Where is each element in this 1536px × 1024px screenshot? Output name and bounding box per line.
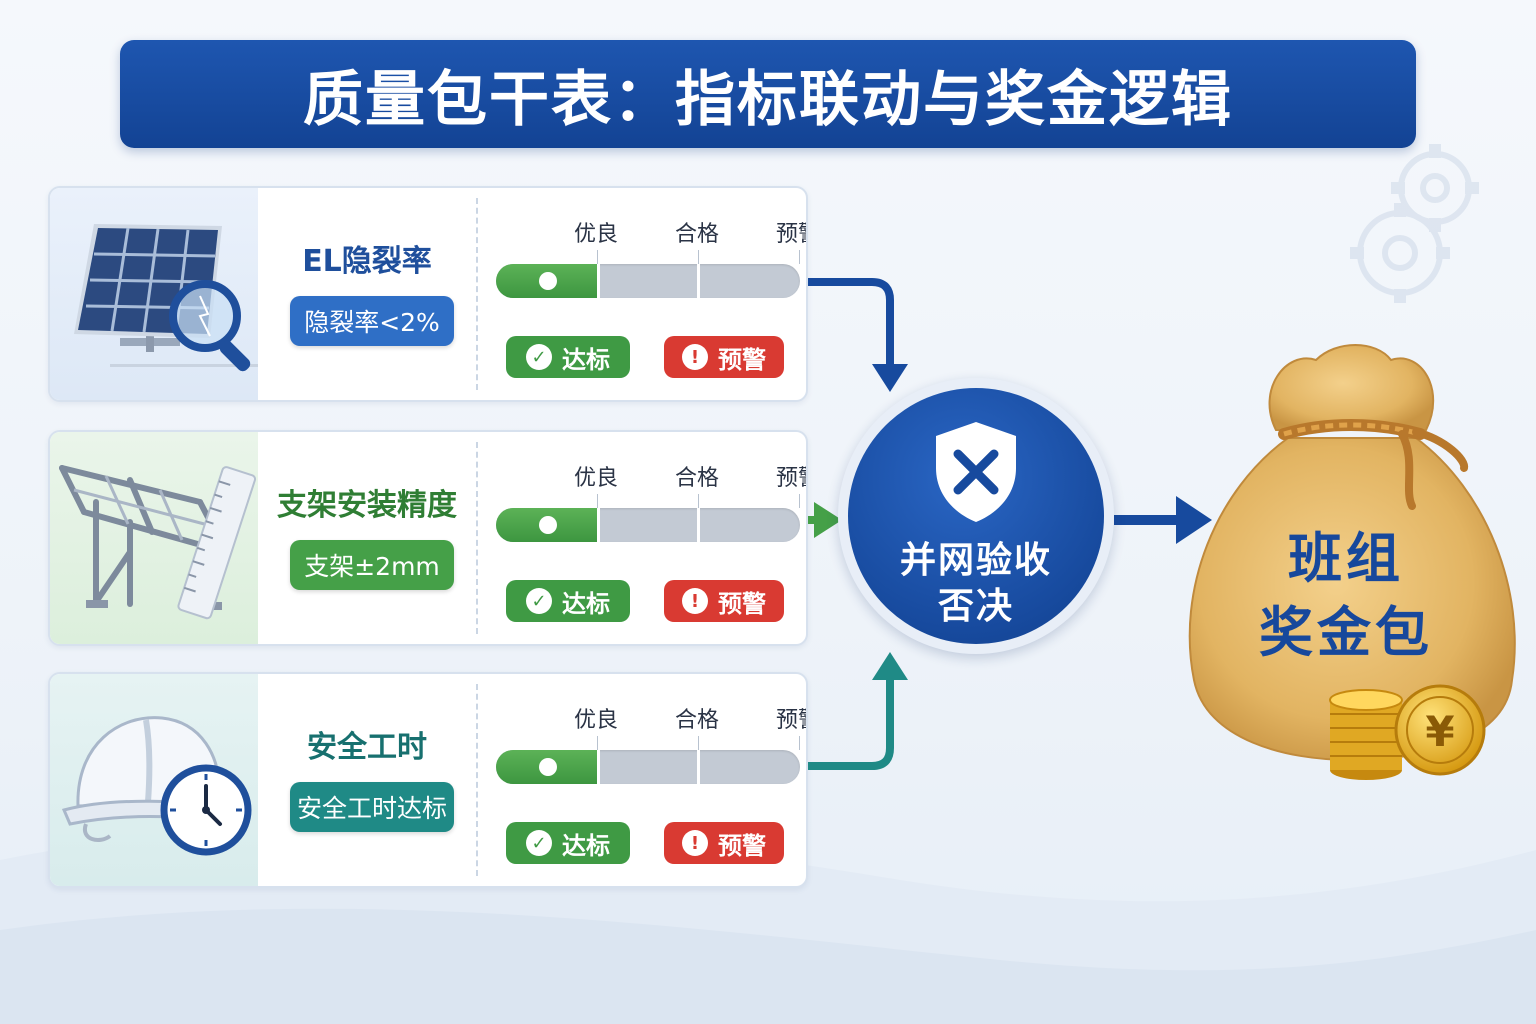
el-label-zone: EL隐裂率 隐裂率<2% [258, 188, 476, 400]
rating-bar [496, 264, 800, 298]
exclamation-icon: ! [682, 830, 708, 856]
metric-name: 支架安装精度 [277, 488, 457, 523]
grid-acceptance-veto-node: 并网验收 否决 [838, 378, 1114, 654]
criterion-badge: 安全工时达标 [290, 782, 454, 832]
bonus-line1: 班组 [1288, 527, 1404, 590]
scale-label-warning: 预警 [775, 466, 806, 491]
arrowhead-safety [872, 652, 908, 680]
rating-indicator [539, 272, 557, 290]
pass-label: 达标 [562, 831, 610, 860]
arrowhead-el [872, 364, 908, 392]
metric-card-safety: 安全工时 安全工时达标 优良 合格 预警 ✓ 达标 ! 预警 [48, 672, 808, 888]
scale-label-warning: 预警 [775, 708, 806, 733]
scale-label-excellent: 优良 [573, 708, 618, 733]
page-title: 质量包干表：指标联动与奖金逻辑 [303, 64, 1233, 135]
scale-label-qualified: 合格 [674, 222, 719, 247]
warning-label: 预警 [718, 831, 766, 860]
rating-scale: 优良 合格 预警 ✓ 达标 ! 预警 [478, 432, 806, 644]
rating-scale: 优良 合格 预警 ✓ 达标 ! 预警 [478, 188, 806, 400]
check-icon: ✓ [526, 344, 552, 370]
arrow-el-to-veto [808, 278, 894, 366]
scale-label-excellent: 优良 [573, 466, 618, 491]
veto-circle: 并网验收 否决 [848, 388, 1104, 644]
veto-line1: 并网验收 [899, 540, 1052, 581]
rating-indicator [539, 516, 557, 534]
title-banner: 质量包干表：指标联动与奖金逻辑 [120, 40, 1416, 148]
arrow-safety-to-veto [808, 676, 894, 770]
scale-label-warning: 预警 [775, 222, 806, 247]
rating-scale: 优良 合格 预警 ✓ 达标 ! 预警 [478, 674, 806, 886]
bracket-icon-zone [50, 432, 258, 644]
el-icon-zone [50, 188, 258, 400]
metric-card-el: EL隐裂率 隐裂率<2% 优良 合格 预警 ✓ 达标 ! 预警 [48, 186, 808, 402]
check-icon: ✓ [526, 830, 552, 856]
pass-label: 达标 [562, 589, 610, 618]
metric-name: EL隐裂率 [302, 244, 432, 279]
divider [476, 684, 478, 876]
warning-label: 预警 [718, 589, 766, 618]
divider [476, 442, 478, 634]
gear-decoration-icon [1350, 144, 1479, 303]
hardhat-clock-icon [61, 716, 252, 856]
rating-bar [496, 750, 800, 784]
veto-label: 并网验收 否决 [848, 538, 1104, 630]
pass-badge: ✓ 达标 [506, 822, 630, 864]
divider [476, 198, 478, 390]
exclamation-icon: ! [682, 344, 708, 370]
solar-panel-magnifier-icon [74, 224, 258, 372]
veto-line2: 否决 [937, 586, 1014, 627]
rating-bar [496, 508, 800, 542]
warning-badge: ! 预警 [664, 336, 784, 378]
pass-badge: ✓ 达标 [506, 580, 630, 622]
money-bag-coins-icon: ¥ [1188, 344, 1516, 780]
safety-label-zone: 安全工时 安全工时达标 [258, 674, 476, 886]
criterion-badge: 隐裂率<2% [290, 296, 454, 346]
criterion-badge: 支架±2mm [290, 540, 454, 590]
yuan-symbol: ¥ [1425, 707, 1454, 756]
check-icon: ✓ [526, 588, 552, 614]
bonus-pool-label: 班组 奖金包 [1196, 522, 1496, 670]
pass-label: 达标 [562, 345, 610, 374]
mounting-bracket-ruler-icon [59, 465, 257, 620]
rating-indicator [539, 758, 557, 776]
warning-badge: ! 预警 [664, 822, 784, 864]
exclamation-icon: ! [682, 588, 708, 614]
bracket-label-zone: 支架安装精度 支架±2mm [258, 432, 476, 644]
pass-badge: ✓ 达标 [506, 336, 630, 378]
warning-badge: ! 预警 [664, 580, 784, 622]
warning-label: 预警 [718, 345, 766, 374]
bonus-line2: 奖金包 [1259, 601, 1433, 664]
scale-label-excellent: 优良 [573, 222, 618, 247]
shield-x-icon [936, 422, 1016, 522]
scale-label-qualified: 合格 [674, 708, 719, 733]
metric-name: 安全工时 [307, 730, 427, 765]
scale-label-qualified: 合格 [674, 466, 719, 491]
metric-card-bracket: 支架安装精度 支架±2mm 优良 合格 预警 ✓ 达标 ! 预警 [48, 430, 808, 646]
safety-icon-zone [50, 674, 258, 886]
